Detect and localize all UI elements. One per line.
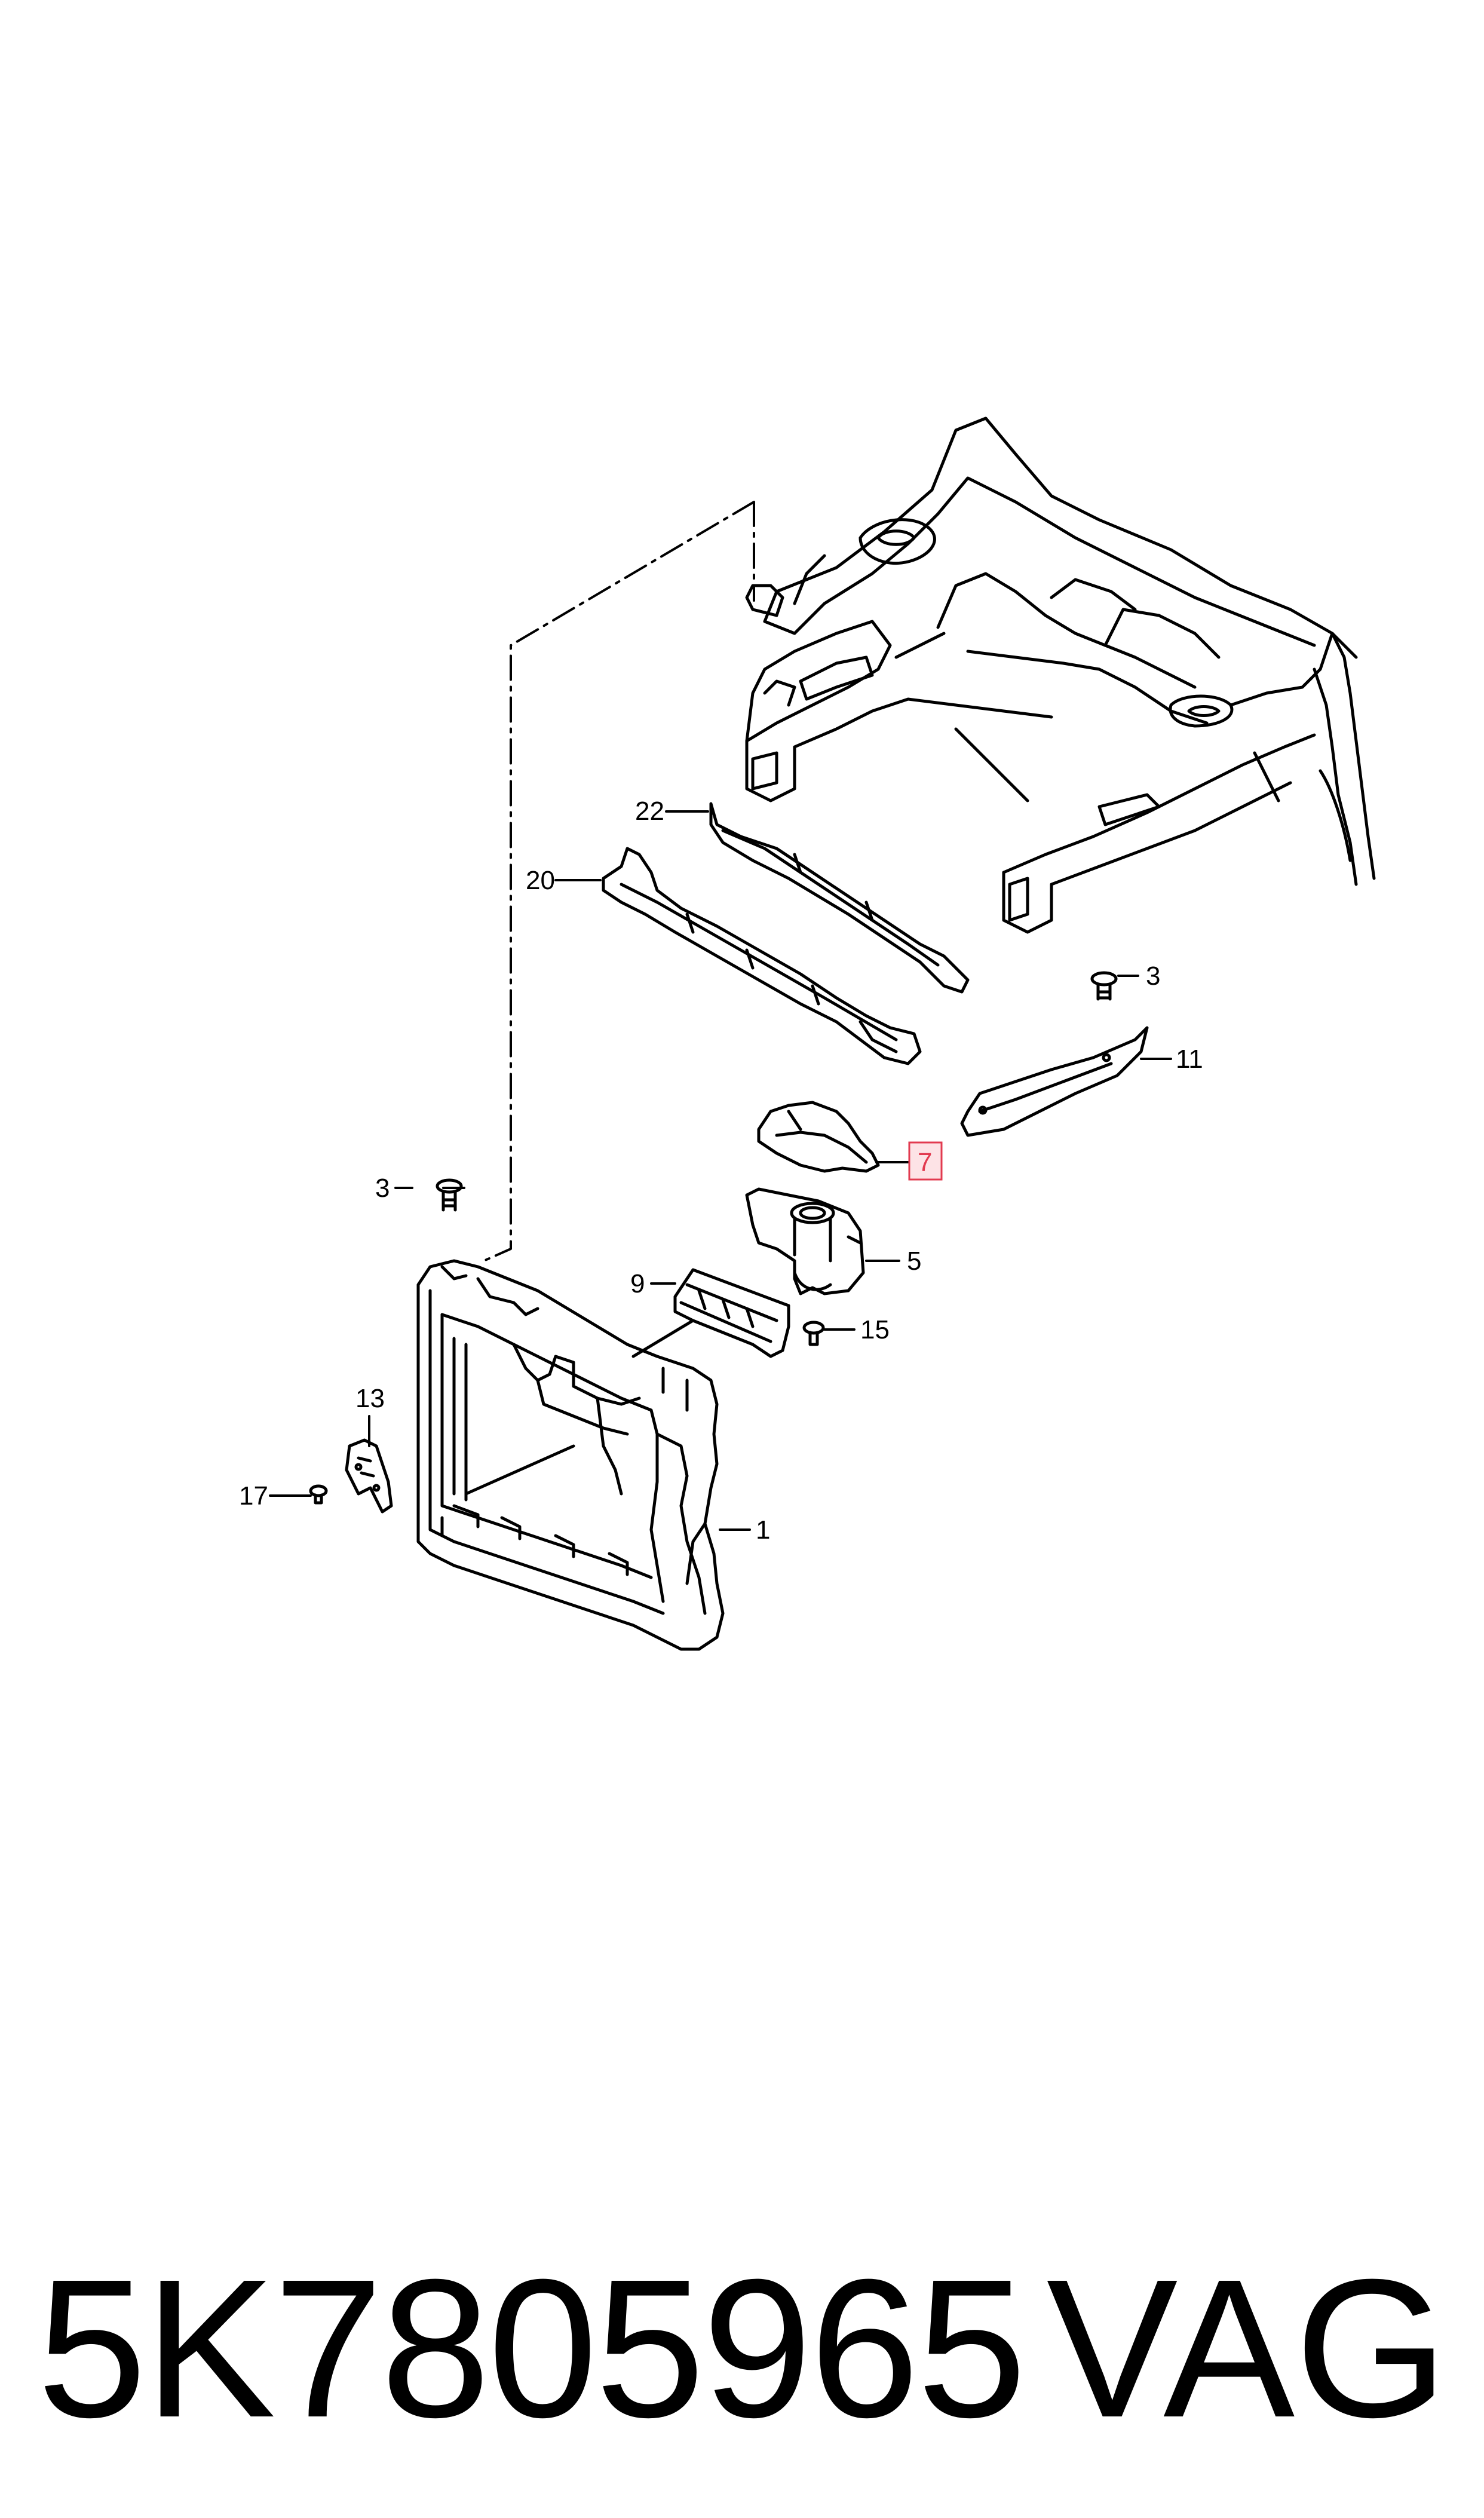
callout-7-highlight [908, 1141, 943, 1181]
part-13-bracket [345, 1438, 393, 1514]
callout-9: 9 [630, 1269, 645, 1298]
callout-17: 17 [239, 1481, 268, 1511]
brand-name: VAG [1046, 2238, 1448, 2458]
part-7-air-guide [757, 1101, 880, 1173]
part-number: 5K7805965 [37, 2238, 1026, 2458]
callout-7: 7 [918, 1148, 932, 1177]
callout-13: 13 [355, 1384, 385, 1413]
part-3-screw-right [1090, 971, 1118, 1001]
callout-20: 20 [526, 866, 555, 895]
part-5-air-duct [745, 1187, 865, 1295]
callout-5: 5 [907, 1246, 921, 1276]
dash-dot-guideline [483, 501, 755, 1262]
part-17-screw [309, 1484, 328, 1505]
parts-diagram: 22 20 3 11 7 3 5 9 15 13 17 1 [239, 416, 1376, 1651]
callout-15: 15 [860, 1315, 890, 1344]
callout-22: 22 [635, 797, 664, 826]
callout-11: 11 [1176, 1044, 1203, 1074]
footer: 5K7805965 VAG [0, 2223, 1484, 2474]
callout-labels: 22 20 3 11 7 3 5 9 15 13 17 1 [239, 797, 1203, 1545]
part-3-screw-left [436, 1178, 463, 1212]
callout-3-right: 3 [1146, 961, 1160, 991]
callout-3-left: 3 [375, 1174, 390, 1203]
part-11-cover-plate [960, 1026, 1149, 1137]
part-15-clip [802, 1321, 825, 1346]
part-22-upper-crossmember [709, 802, 970, 994]
callout-1: 1 [756, 1515, 770, 1545]
part-1-lock-carrier [416, 1259, 725, 1651]
front-body-structure [745, 416, 1376, 934]
part-9-grille-duct [673, 1268, 790, 1358]
leader-lines [269, 810, 1172, 1531]
part-20-lower-crossmember [602, 847, 922, 1065]
